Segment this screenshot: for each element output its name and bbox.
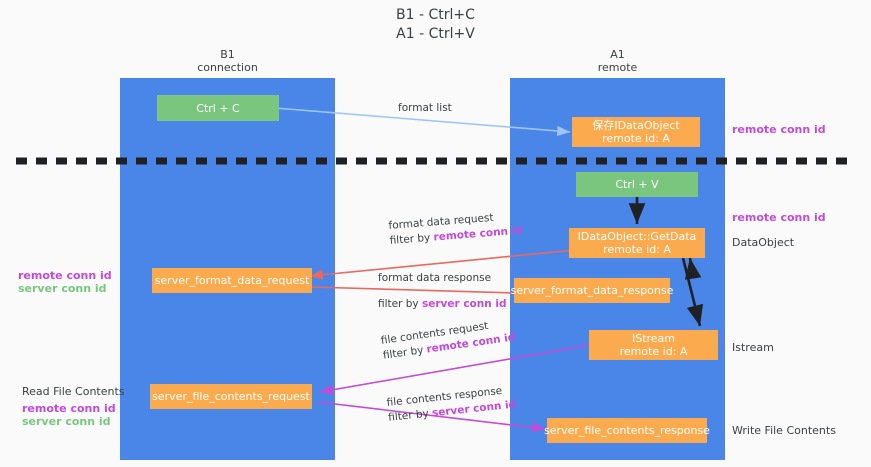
annotation-write-file-contents: Write File Contents xyxy=(732,424,836,437)
annotation-remote-conn-id-top: remote conn id xyxy=(732,123,826,136)
edge-label-format-data-response-line1: format data response xyxy=(378,272,492,284)
edge-file-contents-request xyxy=(319,344,591,395)
edge-format-data-request xyxy=(309,249,576,280)
node-server-file-contents-response[interactable]: server_file_contents_response xyxy=(544,418,710,443)
annotation-read-file-contents: Read File Contents xyxy=(22,385,125,398)
edge-label-format-data-response-line2: filter by server conn id xyxy=(378,297,507,312)
annotation-istream: Istream xyxy=(732,341,774,354)
edge-label-format-data-response: format data response filter by server co… xyxy=(378,271,507,312)
filter-by-text: filter by xyxy=(378,298,422,310)
annotation-left-remote-conn-id-2: remote conn id xyxy=(22,402,116,415)
filter-by-text: filter by xyxy=(389,231,435,247)
filter-key-server-conn-id: server conn id xyxy=(421,298,507,310)
lane-header-b1: B1 connection xyxy=(197,48,258,74)
edge-file-contents-response xyxy=(317,401,546,433)
node-server-format-data-request[interactable]: server_format_data_request xyxy=(152,268,312,293)
page-title: B1 - Ctrl+C A1 - Ctrl+V xyxy=(396,7,475,42)
node-server-file-contents-request[interactable]: server_file_contents_request xyxy=(150,384,312,409)
annotation-left-server-conn-id: server conn id xyxy=(18,282,107,295)
lane-header-a1: A1 remote xyxy=(597,48,638,74)
edge-getdata-istream xyxy=(681,257,704,327)
annotation-dataobject: DataObject xyxy=(732,236,795,249)
node-ctrl-v[interactable]: Ctrl + V xyxy=(576,172,698,197)
annotation-remote-conn-id-mid: remote conn id xyxy=(732,211,826,224)
edge-label-format-list: format list xyxy=(398,102,452,114)
node-idataobject-getdata[interactable]: IDataObject::GetData remote id: A xyxy=(569,228,705,258)
edge-format-list xyxy=(274,107,571,137)
node-server-format-data-response[interactable]: server_format_data_response xyxy=(511,278,673,303)
node-idataobject[interactable]: 保存IDataObject remote id: A xyxy=(572,117,700,147)
annotation-left-server-conn-id-2: server conn id xyxy=(22,415,111,428)
edge-getdata-return xyxy=(684,257,702,280)
filter-by-text: filter by xyxy=(387,407,433,424)
node-ctrl-c[interactable]: Ctrl + C xyxy=(157,95,279,121)
node-istream[interactable]: IStream remote id: A xyxy=(589,330,718,360)
annotation-left-remote-conn-id: remote conn id xyxy=(18,269,112,282)
